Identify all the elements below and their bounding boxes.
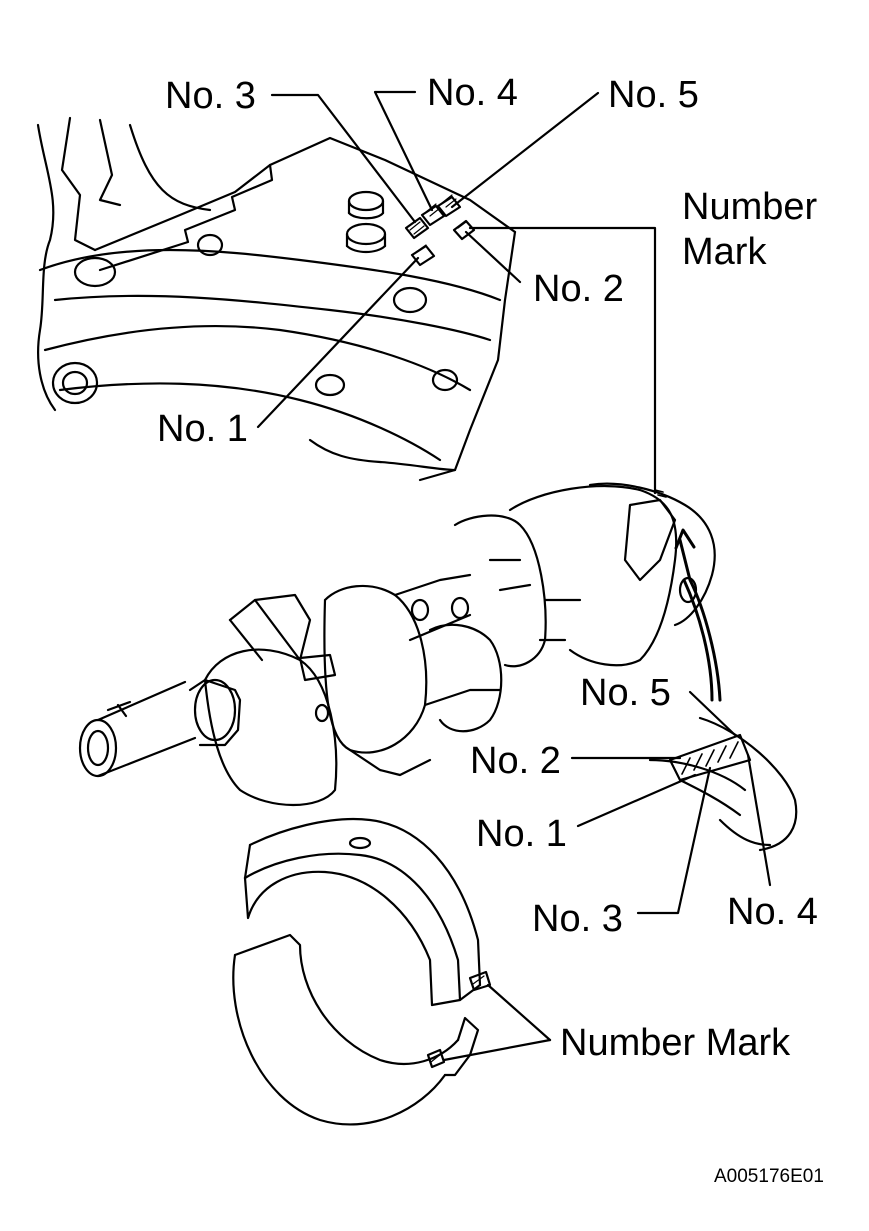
leader-number-mark-top xyxy=(468,226,657,495)
leader-crank-no4 xyxy=(746,753,772,887)
label-block-no5: No. 5 xyxy=(608,74,699,116)
leader-crank-no1 xyxy=(576,773,697,828)
cylinder-block-drawing xyxy=(36,116,517,482)
label-number-mark-top: Number Mark xyxy=(682,185,817,275)
leader-number-mark-bottom-upper xyxy=(486,983,552,1042)
label-crank-no5: No. 5 xyxy=(580,672,671,714)
label-crank-no3: No. 3 xyxy=(532,898,623,940)
label-block-no3: No. 3 xyxy=(165,75,256,117)
label-crank-no2: No. 2 xyxy=(470,740,561,782)
leader-block-no1 xyxy=(256,256,420,429)
label-block-no1: No. 1 xyxy=(157,408,248,450)
figure-code: A005176E01 xyxy=(714,1166,824,1187)
leader-block-no5 xyxy=(450,91,600,209)
label-crank-no4: No. 4 xyxy=(727,891,818,933)
label-number-mark-top-line1: Number xyxy=(682,186,818,228)
label-crank-no1: No. 1 xyxy=(476,813,567,855)
bearing-shells-drawing xyxy=(232,817,492,1126)
leader-block-no3 xyxy=(270,93,417,224)
label-block-no4: No. 4 xyxy=(427,72,518,114)
leader-crank-no5 xyxy=(688,690,737,737)
leader-crank-no3 xyxy=(636,766,712,915)
leader-block-no4 xyxy=(373,90,434,212)
label-block-no2: No. 2 xyxy=(533,268,624,310)
leader-number-mark-bottom-lower xyxy=(442,1038,552,1062)
label-number-mark-top-line2: Mark xyxy=(682,230,767,273)
label-number-mark-bottom: Number Mark xyxy=(560,1022,791,1064)
crankshaft-drawing xyxy=(78,482,722,806)
leader-block-no2 xyxy=(464,230,522,284)
